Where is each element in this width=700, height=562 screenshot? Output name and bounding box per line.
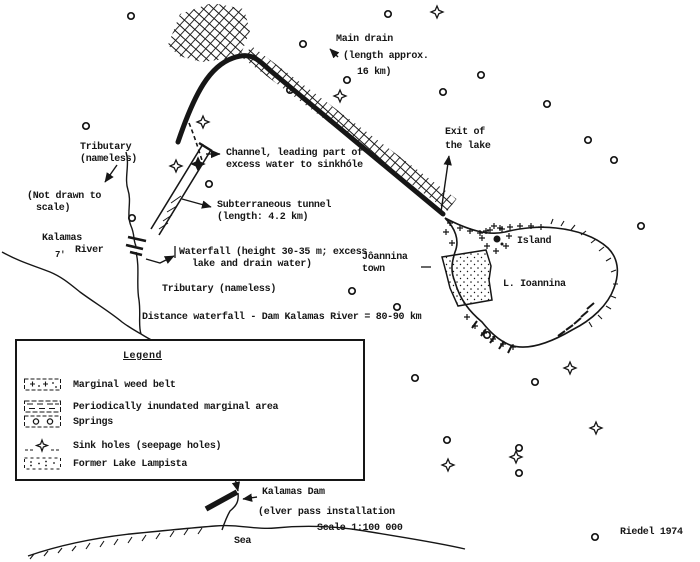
label-lake: L. Ioannina [503, 279, 566, 290]
coastline [27, 524, 466, 557]
label-credit: Riedel 1974 [620, 527, 683, 538]
waterfall-symbol [125, 235, 176, 258]
label-not-to-scale-1: (Not drawn to [27, 191, 102, 202]
label-main-drain-1: Main drain [336, 34, 394, 45]
label-sea: Sea [234, 536, 252, 547]
legend-item-label: Former Lake Lampista [73, 458, 188, 470]
tunnel-arrow [181, 198, 212, 209]
label-main-drain-2: (length approx. [343, 51, 429, 62]
label-scale: Scale 1:100 000 [317, 523, 403, 534]
exit-arrow [440, 155, 452, 213]
annotation-arrows [104, 48, 452, 502]
legend-item-label: Sink holes (seepage holes) [73, 440, 222, 452]
label-waterfall-1: Waterfall (height 30-35 m; excess [179, 247, 368, 258]
label-dam: Kalamas Dam [262, 487, 325, 498]
label-channel-2: excess water to sinkhóle [226, 160, 363, 171]
label-elver-pass: (elver pass installation [258, 507, 395, 518]
legend-symbol-marginal-weed-belt [24, 378, 61, 391]
legend-symbol-former-lake [24, 457, 61, 470]
label-tunnel-1: Subterraneous tunnel [217, 200, 332, 211]
label-waterfall-2: lake and drain water) [192, 259, 312, 270]
legend-title: Legend [123, 351, 163, 362]
legend-item-label: Periodically inundated marginal area [73, 401, 279, 413]
river-below-legend [221, 492, 239, 531]
label-tunnel-2: (length: 4.2 km) [217, 212, 309, 223]
tributary-river-lower [135, 251, 142, 335]
dam-arrow [242, 493, 258, 502]
subterranean-tunnel [150, 141, 213, 236]
label-tributary-bottom: Tributary (nameless) [162, 284, 277, 295]
legend-symbol-sink-holes [25, 438, 59, 453]
tributary-arrow [104, 164, 118, 183]
legend-row: Periodically inundated marginal area [23, 399, 279, 415]
legend-row: Sink holes (seepage holes) [23, 438, 222, 454]
label-tributary-top-2: (nameless) [80, 154, 138, 165]
label-tributary-top-1: Tributary [80, 142, 132, 153]
label-kalamas-2: River [75, 245, 104, 256]
kalamas-river [1, 251, 142, 335]
label-not-to-scale-2: scale) [36, 203, 71, 214]
legend-item-label: Springs [73, 416, 113, 428]
legend-row: Springs [23, 414, 113, 430]
label-town-2: town [362, 264, 385, 275]
sea-hachures [29, 527, 203, 560]
label-channel-1: Channel, leading part of [226, 148, 363, 159]
label-island: Island [517, 236, 552, 247]
label-distance-note: Distance waterfall - Dam Kalamas River =… [142, 312, 422, 323]
label-exit-2: the lake [445, 141, 491, 152]
label-kalamas-1: Kalamas [42, 233, 82, 244]
label-exit-1: Exit of [445, 127, 485, 138]
waterfall-arrow [145, 255, 175, 264]
label-main-drain-3: 16 km) [357, 67, 392, 78]
island-symbol [478, 222, 513, 255]
sinkhole-area-hatch [168, 3, 250, 62]
label-kalamas-tick: 7' [55, 250, 66, 260]
main-drain-arrow [329, 48, 340, 59]
main-drain-line [175, 53, 446, 217]
shore-hachures [471, 302, 595, 354]
channel-dashed-line [188, 122, 204, 164]
label-town-1: Jôannina [362, 252, 408, 263]
shore-ticks [550, 218, 618, 328]
dam-bar [204, 489, 239, 512]
legend-row: Former Lake Lampista [23, 456, 187, 472]
legend-row: Marginal weed belt [23, 377, 176, 393]
town-polygon [441, 249, 493, 307]
tributary-river [125, 151, 137, 247]
legend-box: Legend Marginal weed belt Periodically i… [15, 339, 365, 481]
legend-item-label: Marginal weed belt [73, 379, 176, 391]
legend-symbol-springs [24, 415, 61, 428]
legend-symbol-inundated-area [24, 400, 61, 413]
